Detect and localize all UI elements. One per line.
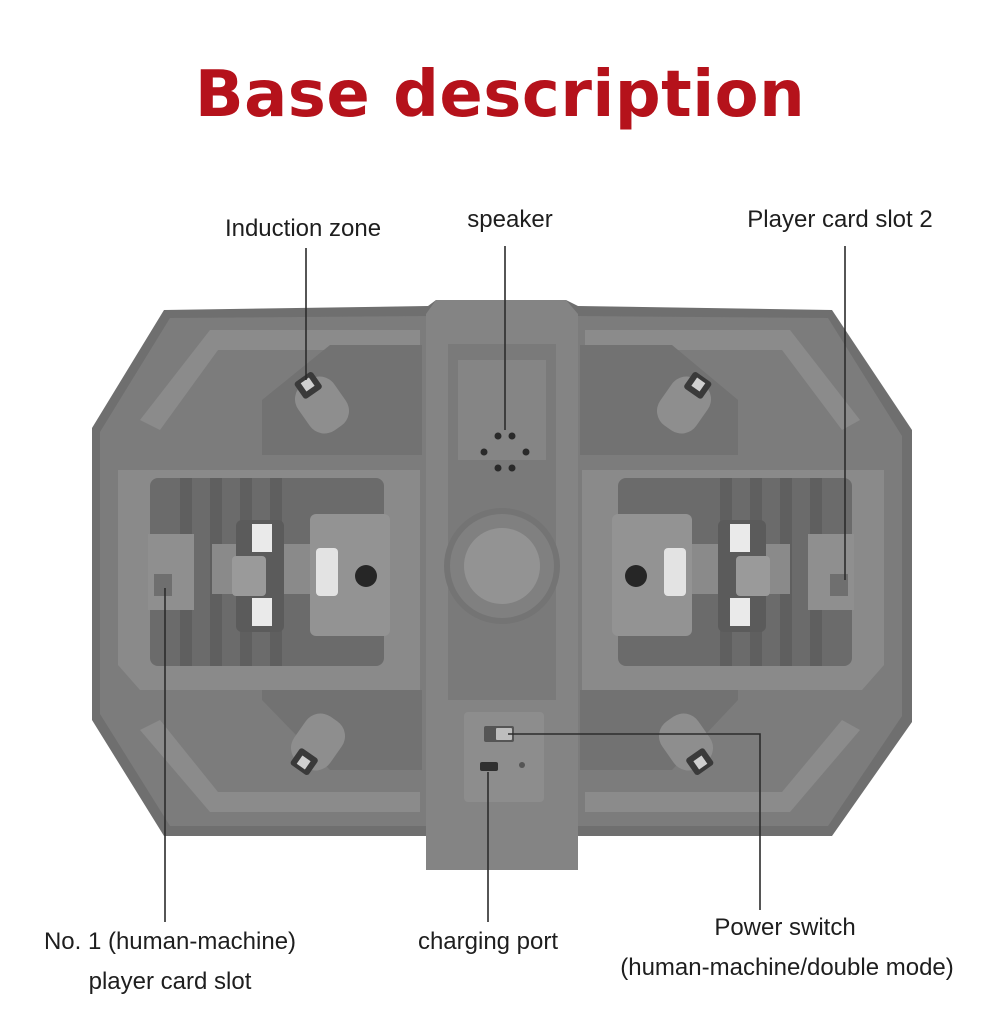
label-speaker: speaker <box>467 206 553 233</box>
speaker-hole <box>480 448 488 456</box>
speaker-hole <box>494 464 502 472</box>
induction-sensor-top-right <box>656 372 712 434</box>
card-slot-right <box>582 470 884 690</box>
slot-button <box>625 565 647 587</box>
port-panel <box>464 712 544 802</box>
speaker-hole <box>508 432 516 440</box>
center-column <box>426 300 578 870</box>
induction-sensor-bottom-right <box>658 713 714 775</box>
label-player-card-slot-1-line1: No. 1 (human-machine) <box>43 928 297 955</box>
slot-button <box>355 565 377 587</box>
label-power-switch-line1: Power switch <box>714 914 856 941</box>
leader-lines <box>164 246 846 922</box>
label-induction-zone: Induction zone <box>224 215 382 242</box>
slot-contact <box>252 598 272 626</box>
charging-port <box>480 762 498 771</box>
card-slot-left <box>118 470 420 690</box>
label-player-card-slot-1-line2: player card slot <box>88 968 252 995</box>
label-player-card-slot-2: Player card slot 2 <box>747 206 933 233</box>
leader-line-power-switch <box>508 733 761 910</box>
center-dial <box>464 528 540 604</box>
speaker-hole <box>522 448 530 456</box>
speaker-hole <box>508 464 516 472</box>
label-power-switch-line2: (human-machine/double mode) <box>620 954 954 981</box>
slot-contact <box>730 598 750 626</box>
label-charging-port: charging port <box>417 928 559 955</box>
page-title: Base description <box>194 58 806 132</box>
induction-sensor-top-left <box>294 372 350 434</box>
induction-sensor-bottom-left <box>290 713 346 775</box>
slot-contact <box>730 524 750 552</box>
speaker-hole <box>494 432 502 440</box>
slot-contact <box>252 524 272 552</box>
